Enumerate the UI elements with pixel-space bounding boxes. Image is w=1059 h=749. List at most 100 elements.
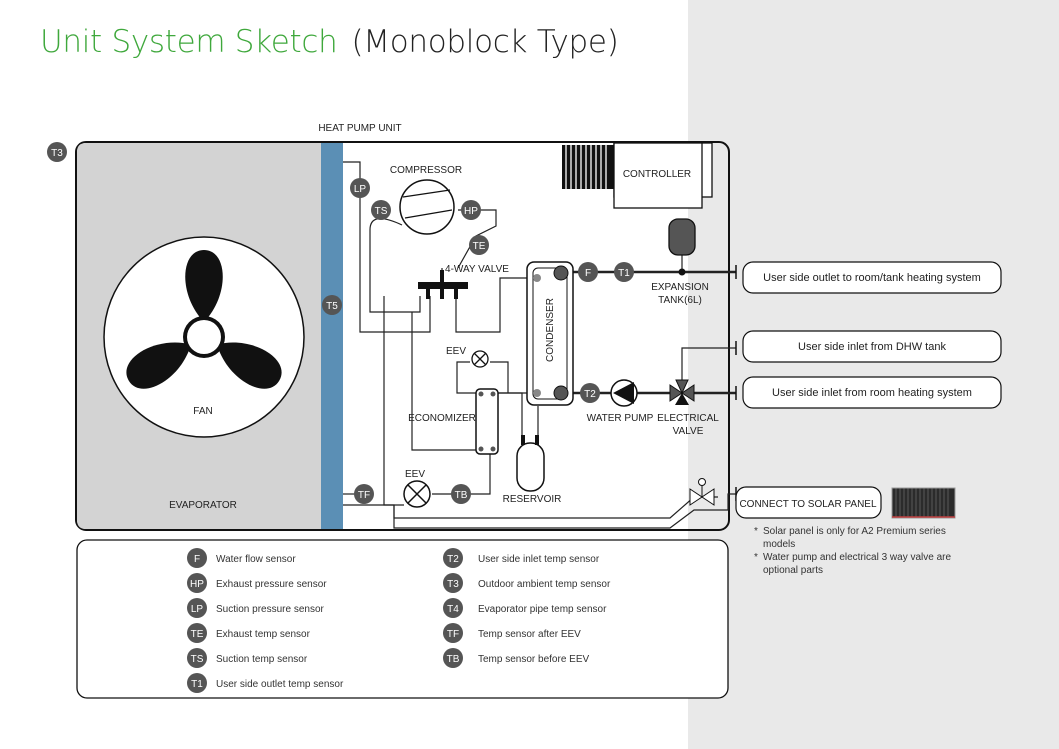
legend-left: F Water flow sensor HP Exhaust pressure se… <box>187 548 344 693</box>
outlet-button-label: User side outlet to room/tank heating sy… <box>763 272 981 284</box>
legend-box <box>76 539 729 699</box>
expansion-tank-icon <box>668 218 696 256</box>
fan-label: FAN <box>193 406 212 417</box>
condenser-label: CONDENSER <box>545 298 556 362</box>
sensor-t1-badge: T1 <box>614 262 634 282</box>
solar-panel-button[interactable]: CONNECT TO SOLAR PANEL <box>735 486 882 519</box>
page-side-background <box>688 0 1059 749</box>
svg-text:Temp sensor after EEV: Temp sensor after EEV <box>478 629 581 640</box>
svg-text:TB: TB <box>447 654 460 665</box>
expansion-tank-label-2: TANK(6L) <box>658 295 702 306</box>
legend-item: T3 Outdoor ambient temp sensor <box>443 573 611 593</box>
legend-right: T2 User side inlet temp sensor T3 Outdoor … <box>443 548 611 668</box>
svg-text:TS: TS <box>375 206 388 217</box>
svg-text:Suction pressure sensor: Suction pressure sensor <box>216 604 325 615</box>
legend-item: TS Suction temp sensor <box>187 648 308 668</box>
title-sub: (Monoblock Type) <box>351 24 619 60</box>
sensor-hp-badge: HP <box>461 200 481 220</box>
fan-icon <box>126 250 282 389</box>
footnotes: Solar panel is only for A2 Premium serie… <box>754 526 974 578</box>
svg-text:Evaporator pipe temp sensor: Evaporator pipe temp sensor <box>478 604 607 615</box>
solar-valve-icon <box>689 478 715 506</box>
svg-text:TF: TF <box>447 629 459 640</box>
sensor-f-badge: F <box>578 262 598 282</box>
page-title: Unit System Sketch (Monoblock Type) <box>40 24 619 60</box>
sensor-lp-badge: LP <box>350 178 370 198</box>
sensor-te-badge: TE <box>469 235 489 255</box>
svg-text:T2: T2 <box>584 389 596 400</box>
svg-text:Temp sensor before EEV: Temp sensor before EEV <box>478 654 589 665</box>
sensor-tb-badge: TB <box>451 484 471 504</box>
footnote-solar: Solar panel is only for A2 Premium serie… <box>754 526 974 551</box>
dhw-inlet-button-label: User side inlet from DHW tank <box>798 341 946 353</box>
water-pump-label: WATER PUMP <box>587 413 654 424</box>
svg-text:HP: HP <box>464 206 478 217</box>
eev-top-label: EEV <box>446 346 466 357</box>
legend-item: T2 User side inlet temp sensor <box>443 548 600 568</box>
heat-pump-unit-frame <box>75 141 730 531</box>
solar-panel-icon <box>891 487 956 519</box>
svg-text:TF: TF <box>358 490 370 501</box>
svg-text:Exhaust temp sensor: Exhaust temp sensor <box>216 629 311 640</box>
evaporator-label: EVAPORATOR <box>169 500 237 511</box>
svg-text:TE: TE <box>473 241 486 252</box>
svg-text:LP: LP <box>354 184 367 195</box>
expansion-tank-label-1: EXPANSION <box>651 282 709 293</box>
legend-item: LP Suction pressure sensor <box>187 598 325 618</box>
svg-text:User side inlet temp sensor: User side inlet temp sensor <box>478 554 600 565</box>
legend-item: TB Temp sensor before EEV <box>443 648 589 668</box>
footnote-optional-parts: Water pump and electrical 3 way valve ar… <box>754 552 974 577</box>
four-way-valve-label: 4-WAY VALVE <box>445 264 509 275</box>
legend-item: TE Exhaust temp sensor <box>187 623 311 643</box>
solar-panel-button-label: CONNECT TO SOLAR PANEL <box>739 499 877 510</box>
svg-text:T1: T1 <box>618 268 630 279</box>
svg-text:TS: TS <box>191 654 204 665</box>
sensor-badges: T3 LP TS HP TE T5 F T1 T2 TF TB <box>47 142 634 504</box>
svg-text:Outdoor ambient temp sensor: Outdoor ambient temp sensor <box>478 579 611 590</box>
sensor-t5-badge: T5 <box>322 295 342 315</box>
unit-title: HEAT PUMP UNIT <box>318 123 401 134</box>
sensor-t2-badge: T2 <box>580 383 600 403</box>
svg-text:F: F <box>585 268 591 279</box>
svg-text:T4: T4 <box>447 604 459 615</box>
title-main: Unit System Sketch <box>40 24 338 60</box>
compressor-label: COMPRESSOR <box>390 165 462 176</box>
svg-text:T3: T3 <box>447 579 459 590</box>
electrical-valve-label-1: ELECTRICAL <box>657 413 719 424</box>
sensor-ts-badge: TS <box>371 200 391 220</box>
svg-text:F: F <box>194 554 200 565</box>
evaporator-coil <box>321 143 343 529</box>
reservoir-label: RESERVOIR <box>503 494 562 505</box>
four-way-valve-icon <box>418 270 468 299</box>
legend-item: TF Temp sensor after EEV <box>443 623 581 643</box>
svg-text:T2: T2 <box>447 554 459 565</box>
reservoir-icon <box>516 442 545 492</box>
outlet-button[interactable]: User side outlet to room/tank heating sy… <box>742 261 1002 294</box>
svg-text:Water flow sensor: Water flow sensor <box>216 554 296 565</box>
compressor-icon <box>399 179 455 235</box>
svg-text:User side outlet temp sensor: User side outlet temp sensor <box>216 679 344 690</box>
controller-label: CONTROLLER <box>623 169 691 180</box>
svg-text:LP: LP <box>191 604 204 615</box>
legend-item: F Water flow sensor <box>187 548 296 568</box>
svg-text:HP: HP <box>190 579 204 590</box>
electrical-valve-icon <box>669 379 695 405</box>
room-inlet-button-label: User side inlet from room heating system <box>772 387 972 399</box>
svg-text:Suction temp sensor: Suction temp sensor <box>216 654 308 665</box>
svg-text:TE: TE <box>191 629 204 640</box>
sensor-t3-badge: T3 <box>47 142 67 162</box>
legend-item: HP Exhaust pressure sensor <box>187 573 327 593</box>
svg-text:T5: T5 <box>326 301 338 312</box>
svg-text:Exhaust pressure sensor: Exhaust pressure sensor <box>216 579 327 590</box>
controller-icon <box>562 142 713 209</box>
eev-bottom-label: EEV <box>405 469 425 480</box>
svg-text:T3: T3 <box>51 148 63 159</box>
condenser-icon <box>526 261 574 406</box>
room-inlet-button[interactable]: User side inlet from room heating system <box>742 376 1002 409</box>
economizer-icon <box>475 388 499 455</box>
dhw-inlet-button[interactable]: User side inlet from DHW tank <box>742 330 1002 363</box>
svg-text:TB: TB <box>455 490 468 501</box>
legend-item: T4 Evaporator pipe temp sensor <box>443 598 607 618</box>
